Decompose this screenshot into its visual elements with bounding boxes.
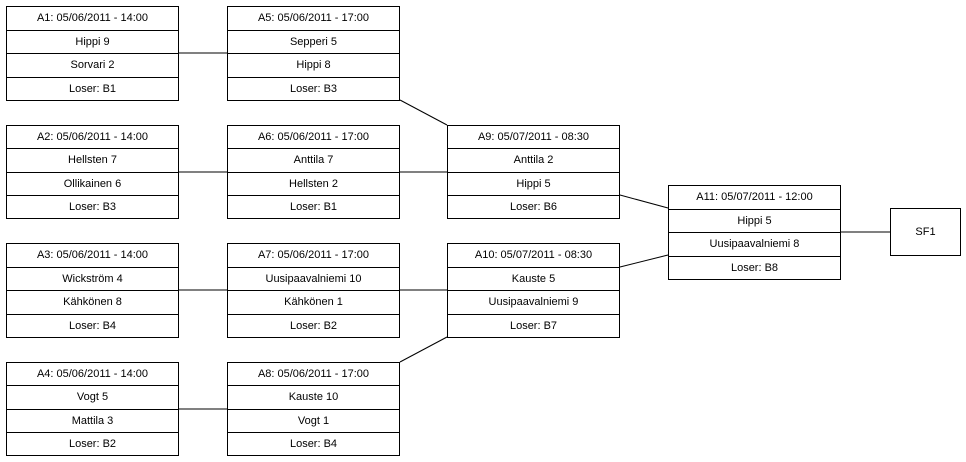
team-two: Hippi 5 (448, 171, 619, 195)
team-one: Kauste 10 (228, 385, 399, 408)
team-one: Sepperi 5 (228, 29, 399, 54)
team-two: Uusipaavalniemi 9 (448, 290, 619, 314)
team-two: Sorvari 2 (7, 53, 178, 77)
team-one: Hellsten 7 (7, 148, 178, 171)
team-two: Hellsten 2 (228, 171, 399, 195)
match-header: A3: 05/06/2011 - 14:00 (36, 249, 149, 262)
match-header: A6: 05/06/2011 - 17:00 (257, 131, 370, 144)
match-a3: A3: 05/06/2011 - 14:00 Wickström 4 Kähkö… (6, 243, 179, 338)
match-a8: A8: 05/06/2011 - 17:00 Kauste 10 Vogt 1 … (227, 362, 400, 456)
connector-a5-a9 (399, 99, 448, 126)
team-two: Uusipaavalniemi 8 (669, 232, 840, 256)
match-header: A7: 05/06/2011 - 17:00 (257, 249, 370, 262)
team-two: Hippi 8 (228, 53, 399, 77)
team-two: Ollikainen 6 (7, 171, 178, 195)
team-two: Mattila 3 (7, 408, 178, 432)
team-two: Kähkönen 8 (7, 290, 178, 314)
loser-route: Loser: B8 (669, 255, 840, 280)
team-one: Kauste 5 (448, 266, 619, 291)
team-one: Anttila 2 (448, 148, 619, 171)
match-header: A8: 05/06/2011 - 17:00 (257, 368, 370, 381)
final-sf1: SF1 (890, 208, 961, 256)
loser-route: Loser: B1 (7, 76, 178, 101)
match-a6: A6: 05/06/2011 - 17:00 Anttila 7 Hellste… (227, 125, 400, 219)
match-header: A9: 05/07/2011 - 08:30 (477, 131, 590, 144)
match-a4: A4: 05/06/2011 - 14:00 Vogt 5 Mattila 3 … (6, 362, 179, 456)
team-two: Vogt 1 (228, 408, 399, 432)
loser-route: Loser: B7 (448, 313, 619, 338)
match-a10: A10: 05/07/2011 - 08:30 Kauste 5 Uusipaa… (447, 243, 620, 338)
team-one: Uusipaavalniemi 10 (228, 266, 399, 291)
match-a2: A2: 05/06/2011 - 14:00 Hellsten 7 Ollika… (6, 125, 179, 219)
loser-route: Loser: B3 (228, 76, 399, 101)
loser-route: Loser: B3 (7, 194, 178, 218)
match-a1: A1: 05/06/2011 - 14:00 Hippi 9 Sorvari 2… (6, 6, 179, 101)
connector-a10-a11 (619, 254, 669, 268)
match-header: A11: 05/07/2011 - 12:00 (696, 191, 813, 204)
team-one: Vogt 5 (7, 385, 178, 408)
team-one: Hippi 5 (669, 208, 840, 233)
connector-a8-a10 (399, 336, 448, 363)
loser-route: Loser: B2 (228, 313, 399, 338)
loser-route: Loser: B4 (228, 431, 399, 455)
match-a9: A9: 05/07/2011 - 08:30 Anttila 2 Hippi 5… (447, 125, 620, 219)
match-a5: A5: 05/06/2011 - 17:00 Sepperi 5 Hippi 8… (227, 6, 400, 101)
loser-route: Loser: B6 (448, 194, 619, 218)
team-one: Wickström 4 (7, 266, 178, 291)
match-header: A10: 05/07/2011 - 08:30 (474, 249, 593, 262)
match-header: A1: 05/06/2011 - 14:00 (36, 12, 149, 25)
loser-route: Loser: B4 (7, 313, 178, 338)
team-one: Hippi 9 (7, 29, 178, 54)
match-a11: A11: 05/07/2011 - 12:00 Hippi 5 Uusipaav… (668, 185, 841, 280)
loser-route: Loser: B2 (7, 431, 178, 455)
team-two: Kähkönen 1 (228, 290, 399, 314)
match-header: A2: 05/06/2011 - 14:00 (36, 131, 149, 144)
team-one: Anttila 7 (228, 148, 399, 171)
loser-route: Loser: B1 (228, 194, 399, 218)
connector-a9-a11 (619, 194, 669, 209)
match-header: A5: 05/06/2011 - 17:00 (257, 12, 370, 25)
match-a7: A7: 05/06/2011 - 17:00 Uusipaavalniemi 1… (227, 243, 400, 338)
match-header: A4: 05/06/2011 - 14:00 (36, 368, 149, 381)
